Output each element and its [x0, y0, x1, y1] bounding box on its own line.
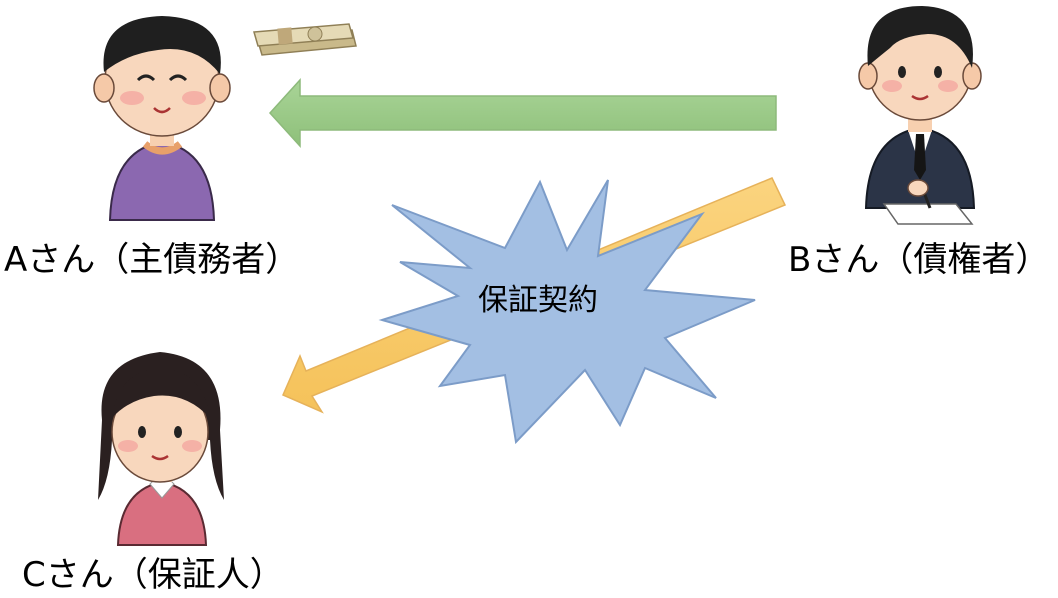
- person-a-label: Aさん（主債務者）: [4, 240, 300, 280]
- person-b-label: Bさん（債権者）: [788, 240, 1050, 280]
- contract-label: 保証契約: [478, 283, 598, 318]
- person-a-icon: [93, 16, 231, 221]
- person-c-label: Cさん（保証人）: [22, 555, 284, 595]
- loan-arrow: [268, 78, 777, 148]
- money-stack-icon: [253, 23, 357, 56]
- person-c-icon: [98, 352, 224, 546]
- explosion-burst-icon: [378, 179, 756, 445]
- person-b-icon: [858, 6, 982, 225]
